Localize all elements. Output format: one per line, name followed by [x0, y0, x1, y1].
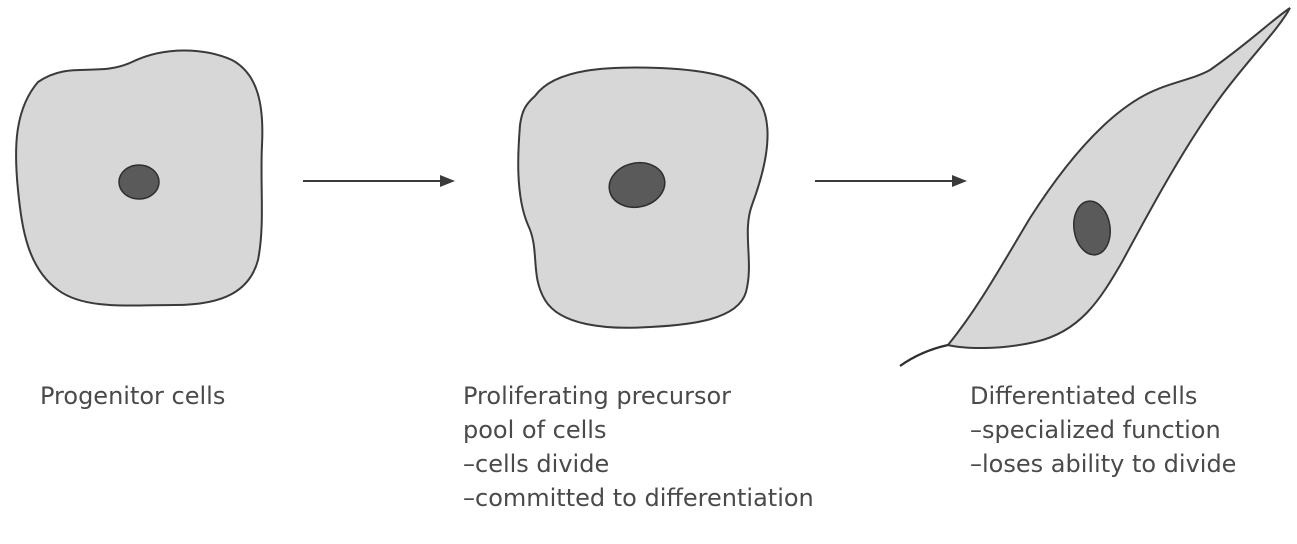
differentiated-title: Differentiated cells [970, 379, 1236, 413]
differentiated-note-function: –specialized function [970, 413, 1236, 447]
differentiated-cell [900, 8, 1290, 366]
differentiated-cell-process [900, 345, 948, 366]
progenitor-nucleus [119, 165, 159, 199]
proliferating-note-committed: –committed to differentiation [463, 481, 814, 515]
precursor-cell [518, 67, 767, 327]
arrow-precursor-to-differentiated [815, 175, 967, 187]
label-progenitor: Progenitor cells [40, 379, 225, 413]
proliferating-note-divide: –cells divide [463, 447, 814, 481]
differentiated-note-divide: –loses ability to divide [970, 447, 1236, 481]
differentiated-cell-body [948, 8, 1290, 348]
proliferating-title: Proliferating precursor [463, 379, 814, 413]
arrow-progenitor-to-precursor [303, 175, 455, 187]
progenitor-title: Progenitor cells [40, 379, 225, 413]
label-differentiated: Differentiated cells –specialized functi… [970, 379, 1236, 481]
progenitor-cell [16, 51, 262, 306]
proliferating-title-line2: pool of cells [463, 413, 814, 447]
label-proliferating: Proliferating precursor pool of cells –c… [463, 379, 814, 515]
